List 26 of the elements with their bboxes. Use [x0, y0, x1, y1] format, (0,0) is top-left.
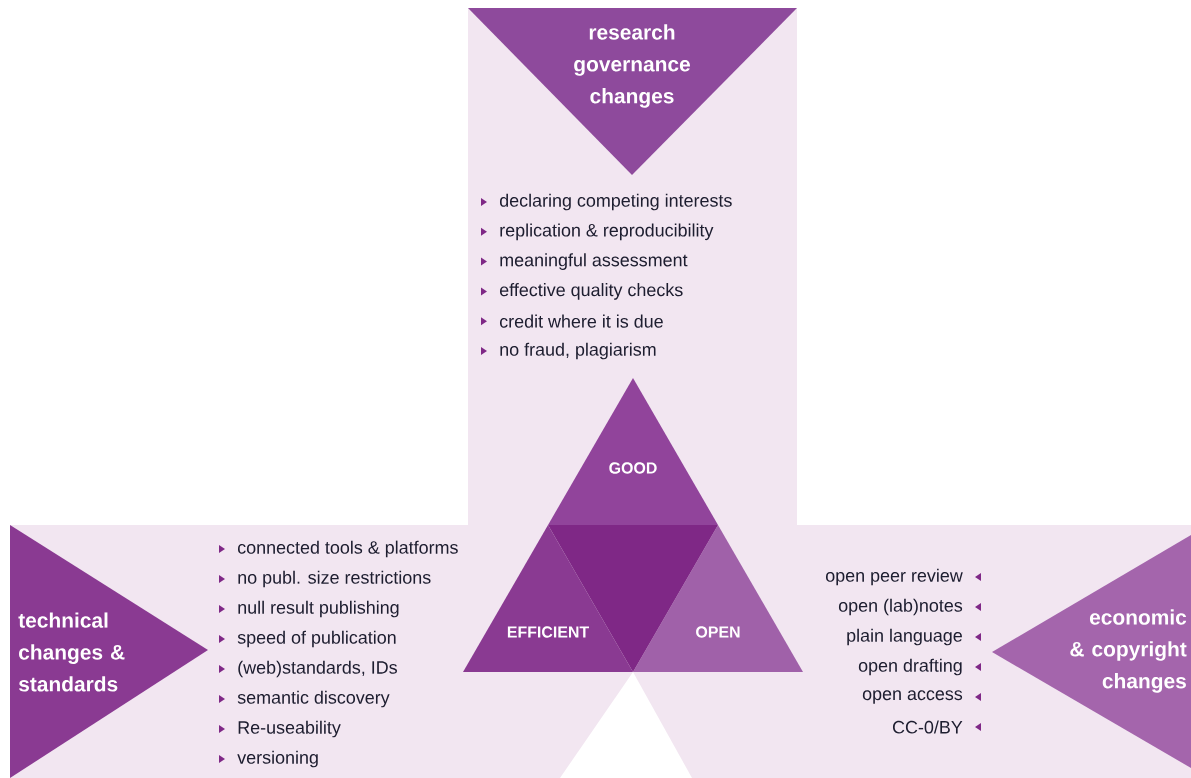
triangle-banner: economic & copyright changes — [992, 535, 1191, 768]
list-item: open (lab)notes — [838, 598, 963, 616]
list-item: no fraud, plagiarism — [500, 342, 656, 360]
list-item: no publ. size restrictions — [238, 570, 431, 588]
list-item: speed of publication — [237, 630, 396, 648]
list-item: effective quality checks — [499, 283, 683, 300]
triangle-segment: OPEN — [633, 525, 803, 672]
list-item: CC-0/BY — [892, 720, 963, 734]
list-item: replication & reproducibility — [500, 223, 714, 241]
list-item: (web)standards, IDs — [238, 660, 397, 678]
triangle-segment: EFFICIENT — [463, 525, 633, 672]
list-item: plain language — [847, 628, 962, 646]
list-item: declaring competing interests — [499, 193, 732, 211]
list-item: Re-useability — [238, 720, 341, 738]
list-item: open peer review — [826, 568, 963, 586]
list-item: meaningful assessment — [500, 253, 688, 270]
list-item: open drafting — [858, 658, 962, 676]
triangle-banner: technical changes & standards — [10, 525, 208, 778]
list-item: connected tools & platforms — [237, 540, 458, 558]
list-item: semantic discovery — [237, 690, 390, 708]
list-item: open access — [862, 690, 963, 704]
list-item: credit where it is due — [499, 314, 663, 328]
triangle-banner: research governance changes — [468, 8, 797, 175]
triangle-segment: GOOD — [548, 378, 718, 525]
list-item: null result publishing — [238, 600, 399, 618]
list-item: versioning — [237, 750, 318, 768]
